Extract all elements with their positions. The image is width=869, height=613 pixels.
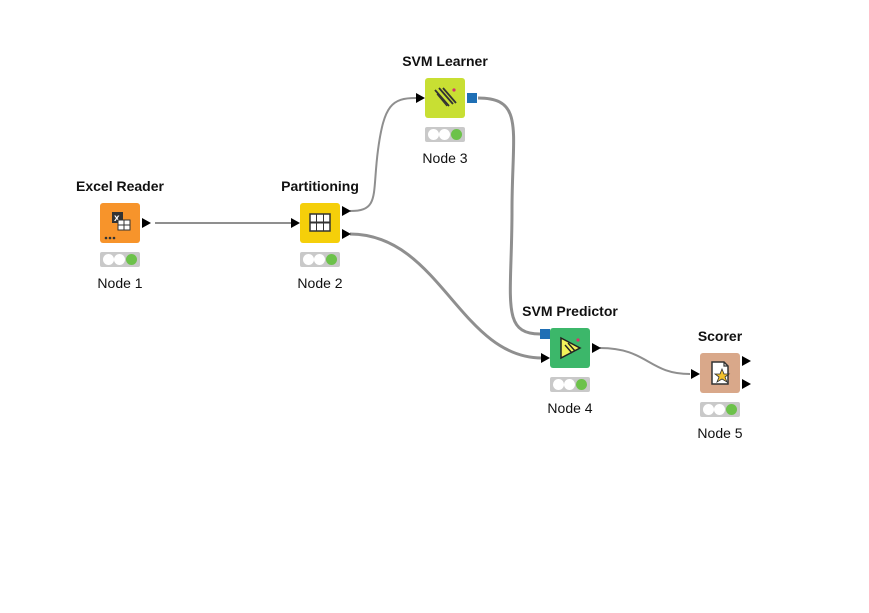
model-input-port[interactable] (540, 329, 550, 339)
status-light-yellow (314, 254, 325, 265)
connection-node2-node4[interactable] (349, 232, 543, 360)
input-port[interactable] (291, 218, 300, 228)
status-light-yellow (714, 404, 725, 415)
status-indicator (100, 252, 140, 267)
node-label[interactable]: Node 5 (697, 425, 743, 441)
status-light-yellow (439, 129, 450, 140)
output-port[interactable] (142, 218, 151, 228)
node-title: SVM Learner (402, 53, 488, 69)
status-light-green (126, 254, 137, 265)
status-indicator (425, 127, 465, 142)
node-label[interactable]: Node 4 (547, 400, 593, 416)
output-port-second[interactable] (342, 229, 351, 239)
node-label[interactable]: Node 2 (297, 275, 343, 291)
input-port[interactable] (691, 369, 700, 379)
node-label[interactable]: Node 3 (422, 150, 468, 166)
status-indicator (700, 402, 740, 417)
node-title: Partitioning (281, 178, 359, 194)
status-light-red (553, 379, 564, 390)
status-light-green (451, 129, 462, 140)
output-port-second[interactable] (742, 379, 751, 389)
input-port[interactable] (416, 93, 425, 103)
connection-node3-node4[interactable] (477, 96, 541, 336)
node-label[interactable]: Node 1 (97, 275, 143, 291)
status-indicator (300, 252, 340, 267)
status-light-red (103, 254, 114, 265)
status-light-red (303, 254, 314, 265)
status-light-yellow (564, 379, 575, 390)
status-light-green (576, 379, 587, 390)
output-port[interactable] (592, 343, 601, 353)
partitioning-icon[interactable] (300, 203, 340, 243)
excel-reader-icon[interactable]: x (100, 203, 140, 243)
connection-node4-node5[interactable] (599, 347, 691, 375)
svg-text:x: x (114, 213, 120, 224)
node-title: SVM Predictor (522, 303, 618, 319)
status-light-yellow (114, 254, 125, 265)
node-title: Excel Reader (76, 178, 164, 194)
connection-node2-node3[interactable] (349, 97, 417, 212)
status-light-red (428, 129, 439, 140)
svm-predictor-icon[interactable] (550, 328, 590, 368)
data-input-port[interactable] (541, 353, 550, 363)
status-light-red (703, 404, 714, 415)
status-light-green (726, 404, 737, 415)
node-title: Scorer (697, 328, 743, 344)
output-port-first[interactable] (742, 356, 751, 366)
svm-learner-icon[interactable] (425, 78, 465, 118)
status-indicator (550, 377, 590, 392)
model-output-port[interactable] (467, 93, 477, 103)
scorer-icon[interactable] (700, 353, 740, 393)
output-port-first[interactable] (342, 206, 351, 216)
status-light-green (326, 254, 337, 265)
